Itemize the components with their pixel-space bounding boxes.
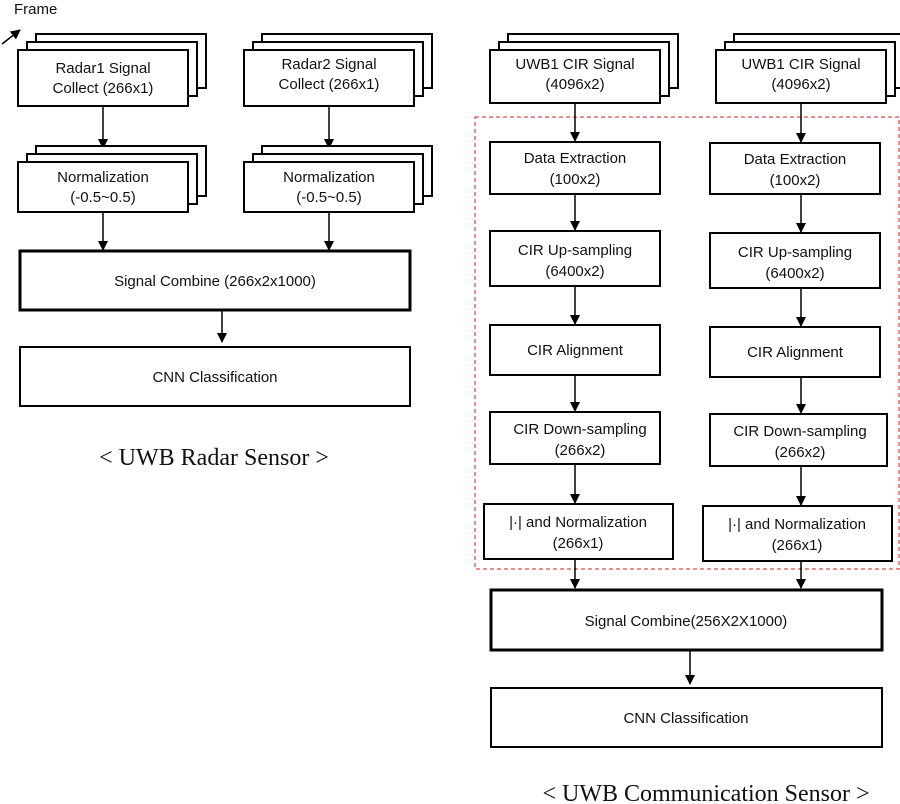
cir1-signal-box: UWB1 CIR Signal (4096x2) — [489, 33, 679, 104]
down2-line1: CIR Down-sampling — [733, 423, 866, 440]
cir2-line2: (4096x2) — [771, 76, 830, 93]
down1-line1: CIR Down-sampling — [513, 421, 646, 438]
processing-region-dashed — [474, 116, 900, 570]
comm-signal-combine-box: Signal Combine(256X2X1000) — [489, 588, 884, 652]
cir1-line2: (4096x2) — [545, 76, 604, 93]
radar2-collect-box: Radar2 Signal Collect (266x1) — [243, 33, 433, 107]
radar1-norm-line1: Normalization — [57, 169, 149, 186]
abs-normalization1-box: |·| and Normalization (266x1) — [483, 503, 674, 560]
down2-line2: (266x2) — [775, 444, 826, 461]
radar-signal-combine-box: Signal Combine (266x2x1000) — [18, 249, 412, 312]
comm-cnn-box: CNN Classification — [490, 687, 883, 748]
upsampling2-box: CIR Up-sampling (6400x2) — [709, 232, 881, 289]
radar-cnn-label: CNN Classification — [152, 369, 277, 386]
cir1-line1: UWB1 CIR Signal — [515, 56, 634, 73]
abs1-line2: (266x1) — [553, 535, 604, 552]
up2-line1: CIR Up-sampling — [738, 244, 852, 261]
radar-combine-label: Signal Combine (266x2x1000) — [114, 273, 316, 290]
align2-label: CIR Alignment — [747, 344, 844, 361]
radar2-norm-line1: Normalization — [283, 169, 375, 186]
radar-section: Radar1 Signal Collect (266x1) Radar2 Sig… — [17, 33, 433, 471]
extract1-line1: Data Extraction — [524, 150, 627, 167]
extract2-box: Data Extraction (100x2) — [709, 142, 881, 195]
extract2-line2: (100x2) — [770, 172, 821, 189]
radar-caption: < UWB Radar Sensor > — [99, 445, 329, 471]
cir2-signal-box: UWB1 CIR Signal (4096x2) — [715, 33, 900, 104]
upsampling1-box: CIR Up-sampling (6400x2) — [489, 230, 661, 287]
up1-line2: (6400x2) — [545, 263, 604, 280]
abs2-line1: |·| and Normalization — [728, 516, 866, 533]
downsampling1-box: CIR Down-sampling (266x2) — [489, 411, 661, 465]
extract1-line2: (100x2) — [550, 171, 601, 188]
radar1-collect-line1: Radar1 Signal — [55, 60, 150, 77]
radar2-norm-line2: (-0.5~0.5) — [296, 189, 361, 206]
downsampling2-box: CIR Down-sampling (266x2) — [709, 413, 888, 467]
down1-line2: (266x2) — [555, 442, 606, 459]
align1-label: CIR Alignment — [527, 342, 624, 359]
extract2-line1: Data Extraction — [744, 151, 847, 168]
extract1-box: Data Extraction (100x2) — [489, 141, 661, 195]
abs-normalization2-box: |·| and Normalization (266x1) — [702, 505, 893, 562]
radar2-normalization-box: Normalization (-0.5~0.5) — [243, 145, 433, 213]
frame-label: Frame — [14, 1, 57, 18]
radar1-collect-box: Radar1 Signal Collect (266x1) — [17, 33, 207, 107]
radar2-collect-line1: Radar2 Signal — [281, 56, 376, 73]
abs1-line1: |·| and Normalization — [509, 514, 647, 531]
radar1-normalization-box: Normalization (-0.5~0.5) — [17, 145, 207, 213]
up2-line2: (6400x2) — [765, 265, 824, 282]
abs2-line2: (266x1) — [772, 537, 823, 554]
cir2-line1: UWB1 CIR Signal — [741, 56, 860, 73]
alignment2-box: CIR Alignment — [709, 326, 881, 378]
comm-cnn-label: CNN Classification — [623, 710, 748, 727]
radar-cnn-box: CNN Classification — [19, 346, 411, 407]
radar1-collect-line2: Collect (266x1) — [53, 80, 154, 97]
alignment1-box: CIR Alignment — [489, 324, 661, 376]
radar1-norm-line2: (-0.5~0.5) — [70, 189, 135, 206]
up1-line1: CIR Up-sampling — [518, 242, 632, 259]
frame-arrow — [1, 29, 21, 45]
frame-indicator: Frame — [1, 1, 57, 45]
comm-section: UWB1 CIR Signal (4096x2) UWB1 CIR Signal… — [474, 33, 900, 804]
comm-caption: < UWB Communication Sensor > — [542, 781, 869, 804]
radar2-collect-line2: Collect (266x1) — [279, 76, 380, 93]
comm-combine-label: Signal Combine(256X2X1000) — [585, 613, 788, 630]
